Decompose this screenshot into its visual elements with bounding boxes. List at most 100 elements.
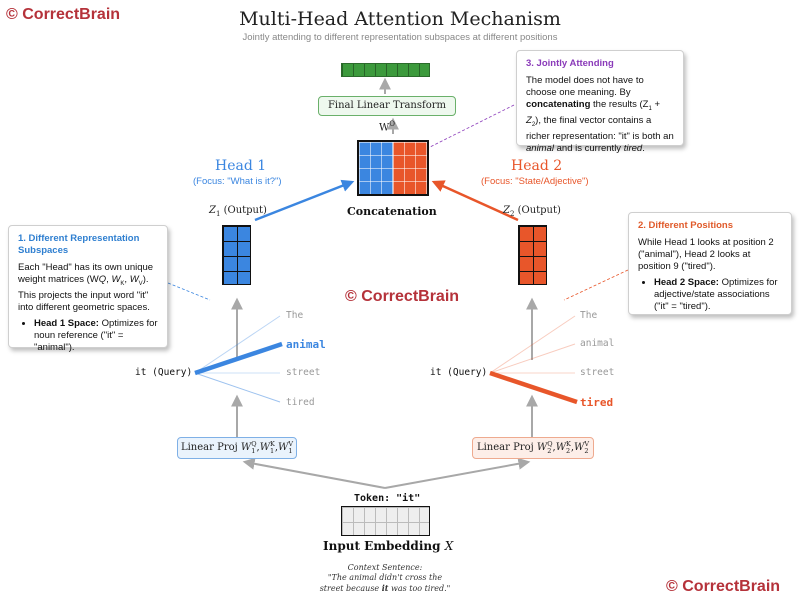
proj1-sup-v: V: [288, 439, 294, 448]
note2-title: 2. Different Positions: [638, 220, 734, 231]
note2-bullet-bold: Head 2 Space:: [654, 277, 719, 288]
arrow-input-to-proj2: [384, 457, 531, 489]
proj1-text: Linear Proj: [180, 442, 241, 453]
context-line2-a: street because: [319, 584, 382, 593]
note1-bullet-bold: Head 1 Space:: [34, 317, 99, 329]
proj1-sub-v: 1: [288, 446, 293, 455]
attention-line-h2-animal: [489, 343, 576, 374]
head1-token-the: The: [286, 310, 304, 321]
note1-bullets: Head 1 Space: Optimizes for noun referen…: [18, 318, 158, 354]
note2-bullet: Head 2 Space: Optimizes for adjective/st…: [654, 277, 782, 313]
context-line1: "The animal didn't cross the: [327, 573, 443, 582]
context-title: Context Sentence:: [347, 563, 423, 572]
head1-token-street: street: [286, 367, 321, 378]
note3-title: 3. Jointly Attending: [526, 58, 614, 69]
arrow-z1-to-concat: [254, 179, 355, 222]
final-linear-transform-box: Final Linear Transform WO: [318, 96, 456, 133]
head2-token-street: street: [580, 367, 615, 378]
note1-text-b: ). This projects the input word "it" int…: [18, 274, 150, 313]
z1-suffix: (Output): [220, 205, 267, 216]
callout-line-note3: [419, 104, 515, 153]
head2-token-tired: tired: [580, 396, 614, 409]
z1-sub: 1: [215, 210, 221, 218]
attention-line-h2-tired: [489, 370, 578, 405]
watermark-bottom-right: © CorrectBrain: [666, 578, 781, 595]
proj2-w3: W: [574, 442, 585, 453]
head2-token-the: The: [580, 310, 598, 321]
head2-query-label: it (Query): [430, 367, 488, 378]
proj2-sup-k: K: [566, 439, 571, 448]
head2-title: Head 2: [511, 158, 563, 174]
head1-focus: (Focus: "What is it?"): [193, 176, 282, 187]
proj1-w: W: [240, 442, 252, 453]
proj2-w2: W: [555, 442, 566, 453]
context-sentence: Context Sentence: "The animal didn't cro…: [300, 563, 470, 594]
note-jointly-attending: 3. Jointly Attending The model does not …: [516, 50, 684, 154]
input-label-text: Input Embedding: [323, 539, 445, 553]
proj2-sup-q: Q: [547, 439, 553, 448]
attention-line-h1-tired: [194, 372, 281, 403]
z2-var: Z: [503, 205, 510, 216]
head1-query-label: it (Query): [135, 367, 193, 378]
page-subtitle: Jointly attending to different represent…: [242, 32, 558, 43]
proj2-sub-v: 2: [584, 446, 589, 455]
callout-line-note2: [563, 269, 629, 301]
note3-body: The model does not have to choose one me…: [526, 75, 674, 154]
callout-line-note1: [167, 282, 211, 301]
proj2-sub-k: 2: [566, 446, 571, 455]
proj1-sub-k: 1: [270, 446, 275, 455]
note3-text-c: ), the final vector contains a richer re…: [526, 114, 674, 142]
proj1-w3: W: [278, 442, 289, 453]
note2-bullets: Head 2 Space: Optimizes for adjective/st…: [638, 277, 782, 313]
context-line2: street because it was too tired.": [300, 583, 470, 594]
z1-output-matrix: [222, 225, 251, 285]
head2-focus: (Focus: "State/Adjective"): [481, 176, 589, 187]
note3-text-d: and is currently: [554, 142, 624, 154]
note2-bullet-text: Optimizes for adjective/state associatio…: [654, 277, 778, 312]
context-line2-b: it: [381, 583, 389, 593]
input-var: X: [444, 539, 454, 553]
z2-output-matrix: [518, 225, 547, 285]
head2-token-animal: animal: [580, 338, 615, 349]
watermark-center: © CorrectBrain: [345, 288, 460, 305]
head1-title: Head 1: [215, 158, 267, 174]
head1-token-tired: tired: [286, 397, 315, 408]
note1-bullet: Head 1 Space: Optimizes for noun referen…: [34, 318, 158, 354]
proj1-w2: W: [259, 442, 270, 453]
note3-text-a: The model does not have to choose one me…: [526, 75, 644, 98]
proj1-sub-q: 1: [251, 446, 256, 455]
note1-title: 1. Different Representation Subspaces: [18, 233, 140, 256]
context-line2-c: was too tired.": [388, 584, 451, 593]
note2-body: While Head 1 looks at position 2 ("anima…: [638, 237, 774, 272]
proj2-text: Linear Proj: [476, 442, 537, 453]
note3-text-em2: tired: [623, 142, 643, 154]
final-linear-label: Final Linear Transform W: [327, 100, 446, 134]
note-different-positions: 2. Different Positions While Head 1 look…: [628, 212, 792, 315]
page-title: Multi-Head Attention Mechanism: [239, 8, 561, 30]
final-output-vector: [341, 63, 430, 77]
proj2-sub-q: 2: [547, 446, 552, 455]
z2-output-label: Z2 (Output): [503, 205, 561, 218]
note1-bullet-text: Optimizes for noun reference ("it" = "an…: [34, 317, 158, 353]
note3-text-e: .: [642, 142, 645, 154]
concatenation-matrix: [357, 140, 429, 196]
input-embedding-label: Input Embedding X: [323, 539, 453, 553]
head1-token-animal: animal: [286, 338, 326, 351]
proj1-sup-k: K: [270, 439, 275, 448]
z2-sub: 2: [509, 210, 515, 218]
concat-head1-part: [359, 142, 393, 194]
z1-output-label: Z1 (Output): [209, 205, 267, 218]
concat-head2-part: [393, 142, 427, 194]
attention-line-h1-animal: [194, 341, 283, 376]
note-different-subspaces: 1. Different Representation Subspaces Ea…: [8, 225, 168, 353]
note3-text-bold: concatenating: [526, 99, 591, 110]
proj2-w: W: [536, 442, 548, 453]
token-label: Token: "it": [354, 493, 421, 504]
note1-text-a: Each "Head" has its own unique weight ma…: [18, 262, 154, 285]
arrow-z2-to-concat: [431, 180, 519, 222]
concatenation-label: Concatenation: [347, 205, 437, 218]
note3-text-b: the results (Z: [590, 99, 649, 110]
z2-suffix: (Output): [514, 205, 561, 216]
